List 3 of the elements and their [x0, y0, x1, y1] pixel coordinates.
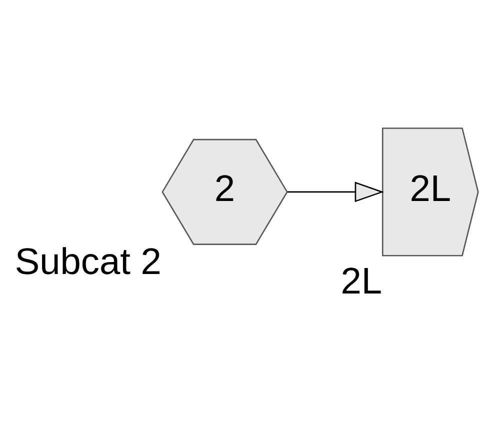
node-label: 2L	[340, 259, 382, 302]
node-label: Subcat 2	[14, 240, 162, 282]
arrow	[288, 182, 384, 202]
